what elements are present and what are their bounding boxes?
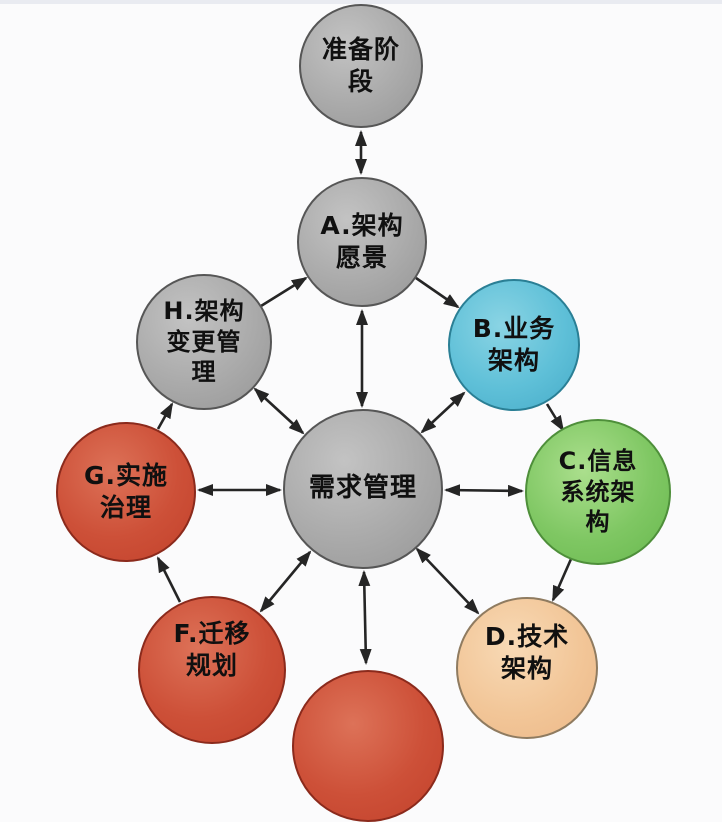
- node-label-line: 构: [585, 508, 611, 537]
- edge-req-f: [259, 550, 312, 613]
- node-label-line: 需求管理: [308, 473, 417, 504]
- edge-req-c: [444, 484, 524, 497]
- node-label-line: 架构: [487, 346, 540, 375]
- node-requirements-management: 需求管理: [283, 409, 443, 569]
- node-label-line: 系统架: [560, 477, 636, 506]
- edge-a-b: [415, 276, 460, 309]
- edge-b-c: [545, 403, 565, 432]
- node-g-implementation-governance: G.实施 治理: [56, 422, 196, 562]
- edge-req-e: [358, 570, 372, 665]
- node-preparation-phase: 准备阶 段: [299, 4, 423, 128]
- node-label-line: 段: [347, 67, 374, 96]
- node-f-migration-planning: F.迁移 规划: [138, 596, 286, 744]
- edge-b-req: [420, 391, 466, 434]
- edge-h-a: [260, 276, 308, 308]
- node-label-line: C.信息: [558, 446, 638, 475]
- node-label-line: 治理: [99, 493, 152, 522]
- node-a-architecture-vision: A.架构 愿景: [297, 177, 427, 307]
- node-label-line: 变更管: [166, 327, 242, 356]
- node-label-line: F.迁移: [173, 619, 251, 648]
- node-h-architecture-change-management: H.架构 变更管 理: [136, 274, 272, 410]
- node-label-line: 规划: [185, 651, 238, 680]
- top-border-strip: [0, 0, 722, 4]
- node-label-line: 理: [191, 358, 217, 387]
- node-label-line: 愿景: [335, 243, 388, 272]
- node-label-line: H.架构: [163, 296, 245, 325]
- node-b-business-architecture: B.业务 架构: [448, 279, 580, 411]
- node-label-line: 准备阶: [321, 35, 400, 64]
- edge-req-d: [415, 547, 480, 615]
- node-label-line: G.实施: [83, 461, 169, 490]
- node-e-partially-cut-off: [292, 670, 444, 822]
- node-label-line: B.业务: [472, 314, 556, 343]
- node-d-technology-architecture: D.技术 架构: [456, 597, 598, 739]
- node-label-line: 架构: [500, 654, 553, 683]
- edge-c-d: [551, 558, 573, 602]
- edge-f-g: [156, 556, 182, 603]
- node-label-line: A.架构: [320, 211, 404, 240]
- edge-h-req: [253, 387, 305, 435]
- node-label-line: D.技术: [484, 622, 570, 651]
- node-c-information-systems-architecture: C.信息 系统架 构: [525, 419, 671, 565]
- edge-g-h: [156, 402, 174, 430]
